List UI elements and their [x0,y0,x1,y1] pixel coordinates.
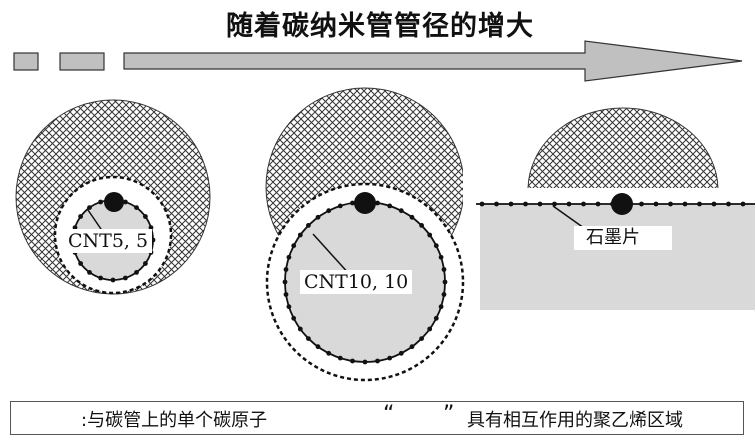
carbon-atom [682,201,688,207]
carbon-atom [87,270,92,275]
carbon-atom [442,279,448,285]
carbon-atom [110,277,116,283]
carbon-atom [337,355,343,361]
legend-quote-open: “ [383,402,395,427]
carbon-atom [438,304,444,310]
interaction-region-graphene [527,107,719,188]
cnt55-label: CNT5, 5 [64,229,153,253]
carbon-atom [283,267,289,272]
filled-circle-icon [104,192,124,212]
carbon-atom [375,358,380,364]
carbon-atom [282,279,288,285]
carbon-atom [552,201,557,207]
carbon-atom [433,315,439,321]
carbon-atom [362,359,368,365]
carbon-atom [291,315,297,321]
carbon-atom [668,201,673,207]
growth-arrow [13,40,743,82]
carbon-atom [134,270,139,275]
carbon-atom [441,292,447,297]
carbon-atom [148,225,154,231]
carbon-atom [639,201,644,207]
carbon-atom [581,201,586,207]
carbon-atom [427,326,433,332]
diagram-title: 随着碳纳米管管径的增大 [226,11,534,42]
carbon-atom [143,261,148,266]
carbon-atom [419,336,424,341]
carbon-atom [433,243,439,249]
carbon-atom [387,203,393,209]
carbon-atom [283,292,289,297]
carbon-atom [297,326,303,332]
legend-quote-close: ” [443,402,455,427]
graphene-group [476,107,755,310]
carbon-atom [123,199,128,205]
tube-atoms-cnt1010 [282,199,448,365]
carbon-atom [409,214,415,220]
carbon-atom [653,201,659,207]
carbon-atom [315,344,321,350]
carbon-atom [98,199,103,205]
graphene-pointer-line [552,205,585,229]
carbon-atom [441,267,447,272]
carbon-atom [98,275,103,281]
carbon-atom [427,232,433,238]
carbon-atom [711,201,717,207]
carbon-atom [297,232,303,238]
carbon-atom [291,243,297,249]
carbon-atom [350,358,355,364]
tube-atoms-cnt55 [70,197,156,283]
carbon-atom [123,275,128,281]
arrow-tail-medium-block [59,52,105,71]
carbon-atom [78,261,83,266]
cnt1010-group [265,87,465,382]
carbon-atom [143,214,148,219]
carbon-atom [409,344,415,350]
cnt1010-label: CNT10, 10 [300,270,413,294]
carbon-atom [398,350,404,356]
carbon-atom [350,200,355,206]
carbon-atom [72,225,78,231]
filled-circle-icon [611,193,633,215]
carbon-atom [306,336,311,341]
carbon-atom [286,304,292,310]
carbon-atom [508,201,514,207]
right-arrow-icon [123,40,743,82]
carbon-atom [134,205,139,211]
cnt55-group [15,99,211,295]
carbon-atom [438,254,444,260]
carbon-atom [326,208,332,214]
arrow-tail-small-block [13,52,39,71]
carbon-atom [375,200,380,206]
legend-crosshatch-text: :与碳管上的单个碳原子 [81,410,268,431]
carbon-atom [286,254,292,260]
carbon-atom [398,208,404,214]
carbon-atom [523,201,528,207]
carbon-atom [740,201,746,207]
carbon-atom [315,214,321,220]
carbon-atom [697,201,702,207]
graphene-sheet [480,204,755,310]
carbon-atom [726,201,731,207]
filled-circle-icon [354,192,376,214]
carbon-atom [306,223,311,228]
carbon-atom [595,201,601,207]
legend-dot-text: 具有相互作用的聚乙烯区域 [467,410,683,431]
carbon-atom [537,201,543,207]
carbon-atom [419,223,424,228]
carbon-atom [78,214,83,219]
carbon-atom [87,205,92,211]
carbon-atom [566,201,572,207]
legend-box: :与碳管上的单个碳原子 “ ” 具有相互作用的聚乙烯区域 [10,401,744,435]
cnt55-pointer-line [87,209,104,233]
carbon-atom [494,201,499,207]
carbon-atom [326,350,332,356]
graphene-label: 石墨片 [574,226,672,250]
cnt1010-pointer-line [312,233,352,277]
carbon-atom [337,203,343,209]
carbon-atom [387,355,393,361]
carbon-atom [479,201,485,207]
